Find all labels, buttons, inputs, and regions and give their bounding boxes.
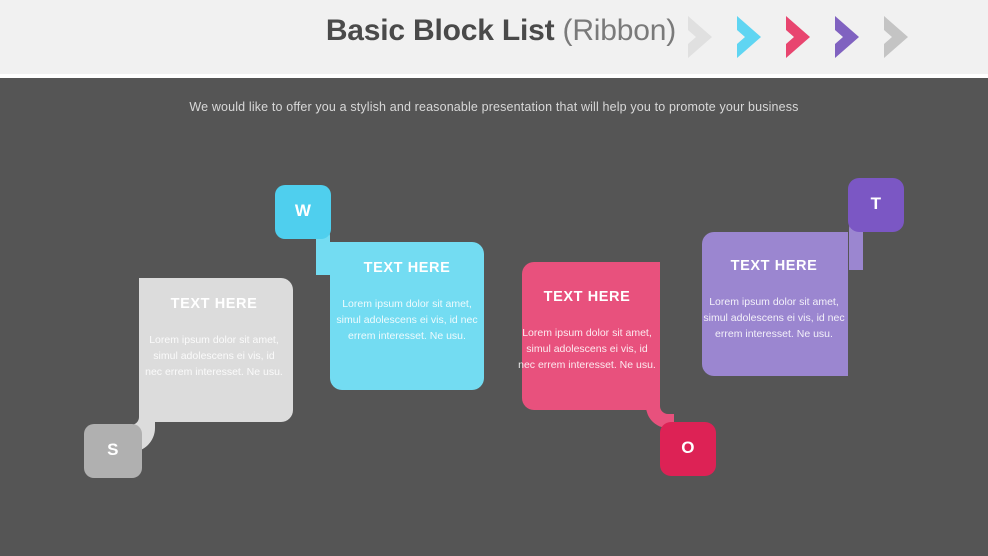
ribbon-block-t-shape: [702, 178, 904, 376]
ribbon-block-s-shape: [84, 278, 293, 478]
ribbon-block-t-body: Lorem ipsum dolor sit amet, simul adoles…: [703, 296, 845, 340]
chevron-arrow-4-icon: [835, 16, 859, 58]
chevron-arrow-2-icon: [737, 16, 761, 58]
ribbon-block-s-badge-letter: S: [107, 440, 119, 459]
ribbon-block-w-body: Lorem ipsum dolor sit amet, simul adoles…: [336, 298, 478, 342]
slide-subtitle: We would like to offer you a stylish and…: [189, 100, 799, 114]
ribbon-block-w-heading: TEXT HERE: [363, 260, 451, 276]
ribbon-block-o-text: TEXT HERE Lorem ipsum dolor sit amet, si…: [518, 289, 656, 373]
ribbon-block-w-shape: [275, 185, 484, 390]
ribbon-block-w[interactable]: TEXT HERE Lorem ipsum dolor sit amet, si…: [272, 185, 487, 400]
title-main-text: Basic Block List: [325, 14, 563, 47]
title-sub-text: (Ribbon): [562, 14, 677, 47]
ribbon-block-w-badge-letter: W: [294, 201, 312, 220]
chevron-arrow-group: [682, 13, 918, 61]
chevron-arrow-5-icon: [884, 16, 908, 58]
ribbon-block-o-shape: [522, 262, 716, 476]
ribbon-block-o-body: Lorem ipsum dolor sit amet, simul adoles…: [518, 327, 656, 371]
page-title: Basic Block List (Ribbon): [0, 14, 676, 48]
ribbon-block-o-badge-letter: O: [681, 438, 695, 457]
ribbon-block-s[interactable]: TEXT HERE Lorem ipsum dolor sit amet, si…: [82, 270, 297, 485]
chevron-arrow-3-icon: [786, 16, 810, 58]
ribbon-block-s-heading: TEXT HERE: [170, 296, 258, 312]
ribbon-block-t-heading: TEXT HERE: [730, 258, 818, 274]
slide-header: [0, 0, 988, 74]
ribbon-block-w-text: TEXT HERE Lorem ipsum dolor sit amet, si…: [330, 260, 484, 344]
ribbon-block-s-text: TEXT HERE Lorem ipsum dolor sit amet, si…: [144, 296, 284, 380]
ribbon-block-o[interactable]: TEXT HERE Lorem ipsum dolor sit amet, si…: [508, 262, 723, 487]
ribbon-block-o-heading: TEXT HERE: [543, 289, 631, 305]
ribbon-block-s-body: Lorem ipsum dolor sit amet, simul adoles…: [145, 334, 283, 378]
ribbon-block-t-badge-letter: T: [870, 194, 882, 213]
chevron-arrow-1-icon: [688, 16, 712, 58]
header-divider: [0, 74, 988, 78]
ribbon-block-t[interactable]: TEXT HERE Lorem ipsum dolor sit amet, si…: [690, 178, 910, 393]
ribbon-block-t-text: TEXT HERE Lorem ipsum dolor sit amet, si…: [698, 258, 850, 342]
